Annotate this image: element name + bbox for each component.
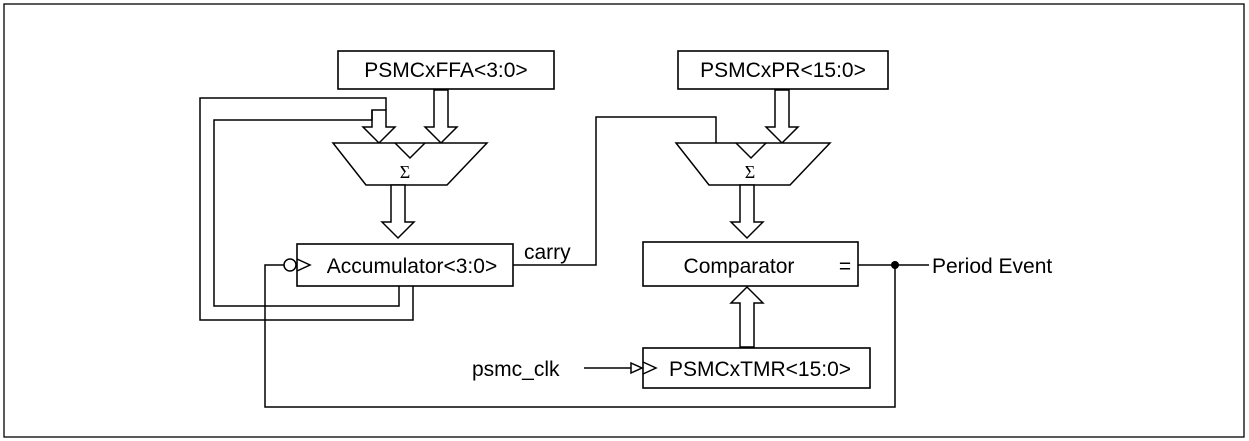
- period-event-junction-dot: [891, 261, 899, 269]
- comparator-label: Comparator: [684, 255, 795, 278]
- accumulator-register: Accumulator<3:0>: [296, 243, 514, 287]
- period-event-clock-line: [264, 264, 896, 408]
- period-event-label: Period Event: [932, 255, 1052, 278]
- feedback-bus-outer-line: [199, 97, 414, 321]
- tmr-to-comparator-bus-arrow: [729, 285, 765, 348]
- carry-wire: [513, 116, 717, 266]
- tmr-clock-edge-icon: [642, 361, 658, 375]
- ffa-register-label: PSMCxFFA<3:0>: [364, 59, 527, 82]
- carry-label: carry: [524, 241, 571, 264]
- right-sigma-icon: Σ: [745, 162, 755, 182]
- comparator-block: Comparator =: [642, 241, 859, 287]
- accumulator-label: Accumulator<3:0>: [327, 255, 497, 278]
- left-sigma-icon: Σ: [400, 162, 410, 182]
- psmc-clk-label: psmc_clk: [472, 358, 560, 381]
- adder-to-accumulator-bus-arrow: [380, 184, 416, 240]
- left-adder-symbol: [331, 142, 489, 186]
- pr-register: PSMCxPR<15:0>: [677, 50, 889, 90]
- ffa-register: PSMCxFFA<3:0>: [337, 50, 555, 90]
- tmr-register: PSMCxTMR<15:0>: [642, 347, 871, 389]
- pr-register-label: PSMCxPR<15:0>: [700, 59, 866, 82]
- ffa-to-adder-bus-arrow: [423, 89, 459, 145]
- pr-to-adder-bus-arrow: [764, 89, 800, 145]
- tmr-register-label: PSMCxTMR<15:0>: [669, 358, 851, 381]
- feedback-bus-inner-line: [213, 110, 400, 307]
- figure-border: [3, 3, 1245, 438]
- comparator-equal-sign: =: [839, 255, 851, 278]
- feedback-to-adder-bus-arrow: [361, 109, 397, 145]
- right-adder-symbol: [674, 142, 832, 186]
- left-adder-notch: [394, 142, 426, 160]
- right-adder-notch: [735, 142, 767, 160]
- accumulator-clock-edge-icon: [296, 258, 312, 272]
- psmc-clk-arrowhead-icon: [630, 361, 644, 375]
- adder-to-comparator-bus-arrow: [729, 184, 765, 240]
